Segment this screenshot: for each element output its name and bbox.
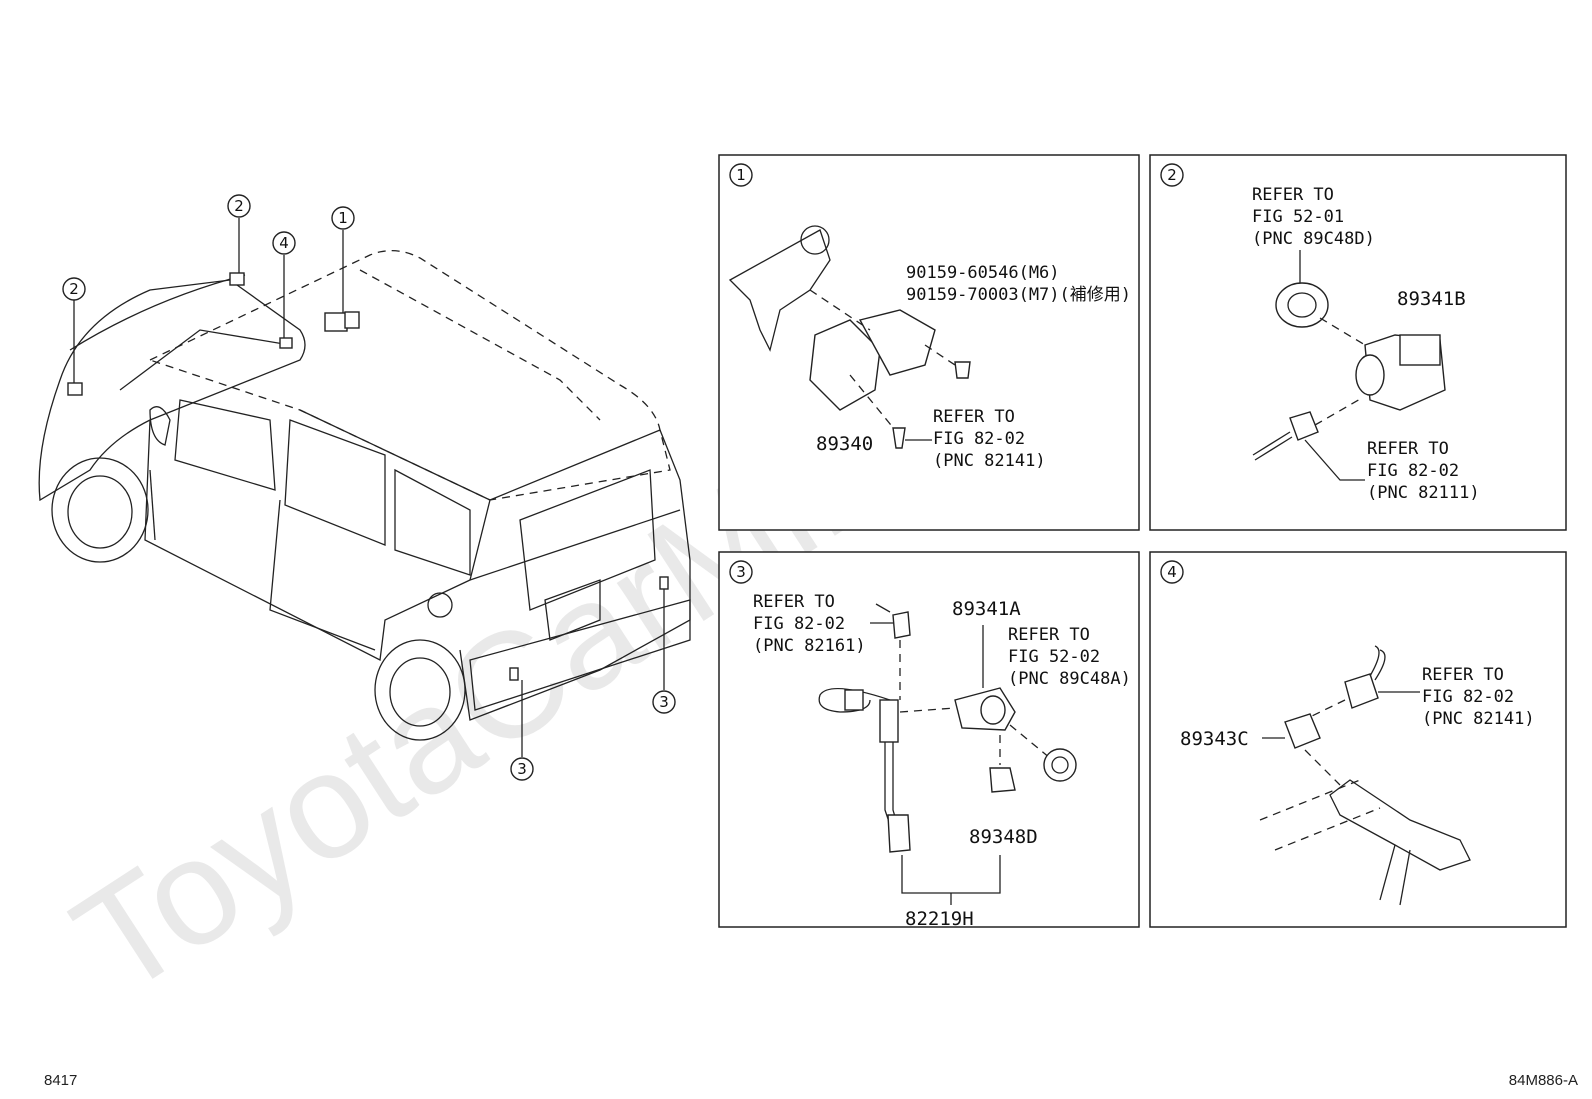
refer-bottom-line-2: FIG 82-02 xyxy=(1367,461,1459,481)
detail-panel-4: 4 REFER TO FIG 82-02 (PNC 82141) 89343C xyxy=(1149,551,1567,928)
svg-text:2: 2 xyxy=(69,280,79,298)
bolt xyxy=(954,361,971,379)
module-89340 xyxy=(809,319,881,411)
callout-2-front: 2 xyxy=(62,277,86,301)
refer-left-line-2: FIG 82-02 xyxy=(753,614,845,634)
panel-3-index: 3 xyxy=(729,560,753,584)
refer-line-2: FIG 82-02 xyxy=(1422,687,1514,707)
panel-4-index: 4 xyxy=(1160,560,1184,584)
callout-3-left: 3 xyxy=(510,757,534,781)
sensor-89343C xyxy=(1284,713,1321,749)
part-number-82219H: 82219H xyxy=(905,908,974,930)
mounting-bracket xyxy=(728,229,831,352)
retainer-89348D xyxy=(989,767,1016,793)
svg-text:4: 4 xyxy=(279,234,289,252)
part-number-89343C: 89343C xyxy=(1180,728,1249,750)
part-number-89340: 89340 xyxy=(816,433,873,455)
vehicle-illustration: 2 2 4 1 3 3 xyxy=(38,194,691,781)
detail-panel-2: 2 REFER TO FIG 52-01 (PNC 89C48D) 89341B… xyxy=(1149,154,1567,531)
refer-line-1: REFER TO xyxy=(1422,665,1504,685)
svg-text:3: 3 xyxy=(736,563,746,581)
module-marker-roof xyxy=(324,312,348,332)
refer-bottom-line-1: REFER TO xyxy=(1367,439,1449,459)
sensor-marker-rear-right xyxy=(659,576,669,590)
callout-3-right: 3 xyxy=(652,690,676,714)
svg-text:3: 3 xyxy=(659,693,669,711)
refer-top-line-1: REFER TO xyxy=(1252,185,1334,205)
part-number-89348D: 89348D xyxy=(969,826,1038,848)
refer-line-3: (PNC 82141) xyxy=(1422,709,1535,729)
harness-connector-top xyxy=(892,611,911,639)
figure-code-left: 8417 xyxy=(44,1072,78,1089)
part-number-89341B: 89341B xyxy=(1397,288,1466,310)
refer-right-line-2: FIG 52-02 xyxy=(1008,647,1100,667)
sensor-marker-front-upper xyxy=(229,272,245,286)
refer-right-line-1: REFER TO xyxy=(1008,625,1090,645)
sensor-bezel-3 xyxy=(1043,748,1077,782)
svg-text:3: 3 xyxy=(517,760,527,778)
refer-left-line-3: (PNC 82161) xyxy=(753,636,866,656)
detail-panel-1: 1 90159-60546(M6) 90159-70003(M7)(補修用) 8… xyxy=(718,154,1140,531)
sensor-marker-rear-left xyxy=(509,667,519,681)
refer-bottom-line-3: (PNC 82111) xyxy=(1367,483,1480,503)
callout-2-upper: 2 xyxy=(227,194,251,218)
panel-1-index: 1 xyxy=(729,163,753,187)
refer-top-line-3: (PNC 89C48D) xyxy=(1252,229,1375,249)
bolt-part-number-1: 90159-60546(M6) xyxy=(906,263,1060,283)
sensor-bezel xyxy=(1275,282,1329,328)
sensor-marker-front xyxy=(67,382,83,396)
bolt-part-number-2: 90159-70003(M7)(補修用) xyxy=(906,285,1131,305)
detail-panel-3: 3 REFER TO FIG 82-02 (PNC 82161) 89341A … xyxy=(718,551,1140,930)
refer-left-line-1: REFER TO xyxy=(753,592,835,612)
refer-line-1: REFER TO xyxy=(933,407,1015,427)
connector xyxy=(1289,411,1319,441)
part-number-89341A: 89341A xyxy=(952,598,1021,620)
svg-text:2: 2 xyxy=(234,197,244,215)
refer-line-2: FIG 82-02 xyxy=(933,429,1025,449)
refer-right-line-3: (PNC 89C48A) xyxy=(1008,669,1131,689)
sensor-marker-roof xyxy=(279,337,293,349)
svg-text:1: 1 xyxy=(338,209,348,227)
connector-4 xyxy=(1344,673,1379,709)
svg-text:2: 2 xyxy=(1167,166,1177,184)
svg-text:1: 1 xyxy=(736,166,746,184)
clip xyxy=(892,427,906,449)
refer-top-line-2: FIG 52-01 xyxy=(1252,207,1344,227)
svg-text:4: 4 xyxy=(1167,563,1177,581)
panel-2-index: 2 xyxy=(1160,163,1184,187)
mounting-bracket-4 xyxy=(1329,779,1471,871)
figure-code-right: 84M886-A xyxy=(1508,1072,1578,1089)
refer-line-3: (PNC 82141) xyxy=(933,451,1046,471)
harness-connector-bottom xyxy=(887,814,911,853)
callout-4: 4 xyxy=(272,231,296,255)
callout-1: 1 xyxy=(331,206,355,230)
